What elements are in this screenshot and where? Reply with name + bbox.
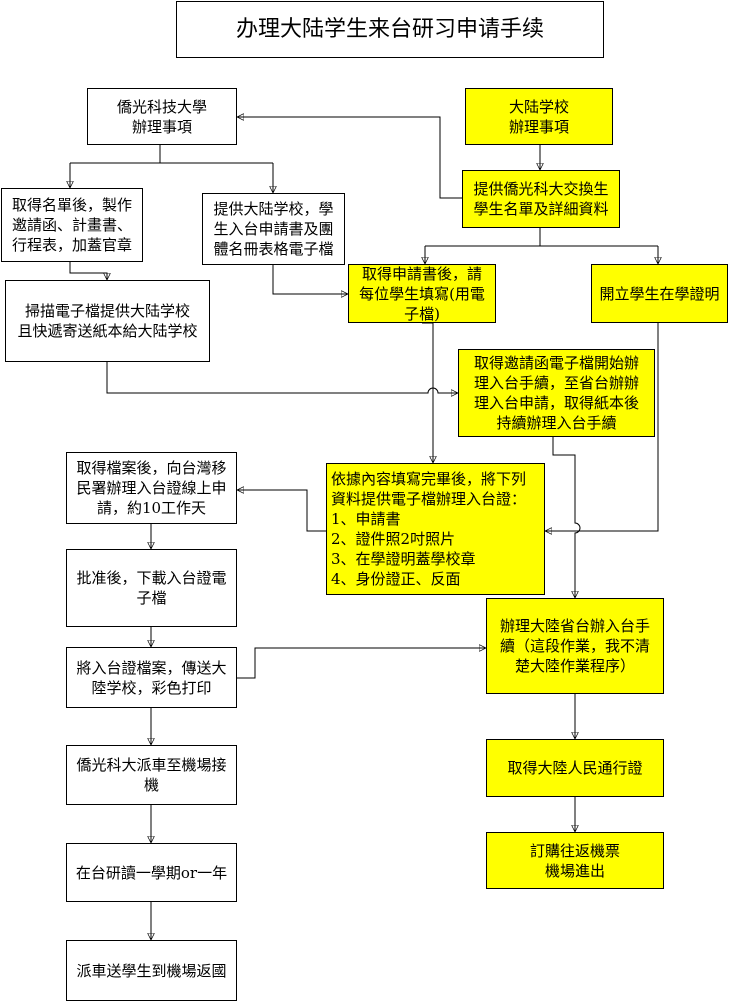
docs-list-box: 依據內容填寫完畢後，將下列 資料提供電子檔辦理入台證： 1、申請書 2、證件照2…: [326, 463, 545, 595]
make-docs-box: 取得名單後，製作 邀請函、計畫書、 行程表，加蓋官章: [1, 188, 143, 262]
scan-send-box: 掃描電子檔提供大陆学校 且快遞寄送紙本給大陆学校: [5, 280, 210, 362]
send-permit-box: 將入台證檔案，傳送大 陸学校，彩色打印: [66, 647, 237, 708]
mainland-office-box: 大陆学校 辦理事項: [465, 88, 613, 145]
study-box: 在台研讀一學期or一年: [66, 843, 237, 902]
book-ticket-box: 訂購往返機票 機場進出: [486, 832, 664, 889]
invitation-process-box: 取得邀請函電子檔開始辦 理入台手續，至省台辦辦 理入台申請，取得紙本後 持續辦理…: [458, 349, 655, 437]
enroll-cert-box: 開立學生在學證明: [591, 264, 728, 323]
page-title: 办理大陆学生来台研习申请手续: [176, 1, 604, 58]
download-permit-box: 批准後，下載入台證電 子檔: [66, 549, 237, 627]
get-pass-box: 取得大陸人民通行證: [486, 739, 664, 797]
fill-form-box: 取得申請書後，請 每位學生填寫(用電 子檔): [348, 264, 496, 323]
school-office-box: 僑光科技大學 辦理事項: [87, 88, 237, 145]
provide-forms-box: 提供大陆学校，學 生入台申請書及團 體名冊表格電子檔: [202, 193, 345, 265]
provide-list-box: 提供僑光科大交換生 學生名單及詳細資料: [462, 170, 620, 228]
return-box: 派車送學生到機場返國: [66, 940, 237, 1001]
pickup-box: 僑光科大派車至機場接 機: [66, 745, 237, 805]
apply-online-box: 取得檔案後，向台灣移 民署辦理入台證線上申 請，約10工作天: [66, 452, 237, 524]
mainland-process-box: 辦理大陸省台辦入台手 續（這段作業，我不清 楚大陸作業程序）: [486, 598, 664, 694]
